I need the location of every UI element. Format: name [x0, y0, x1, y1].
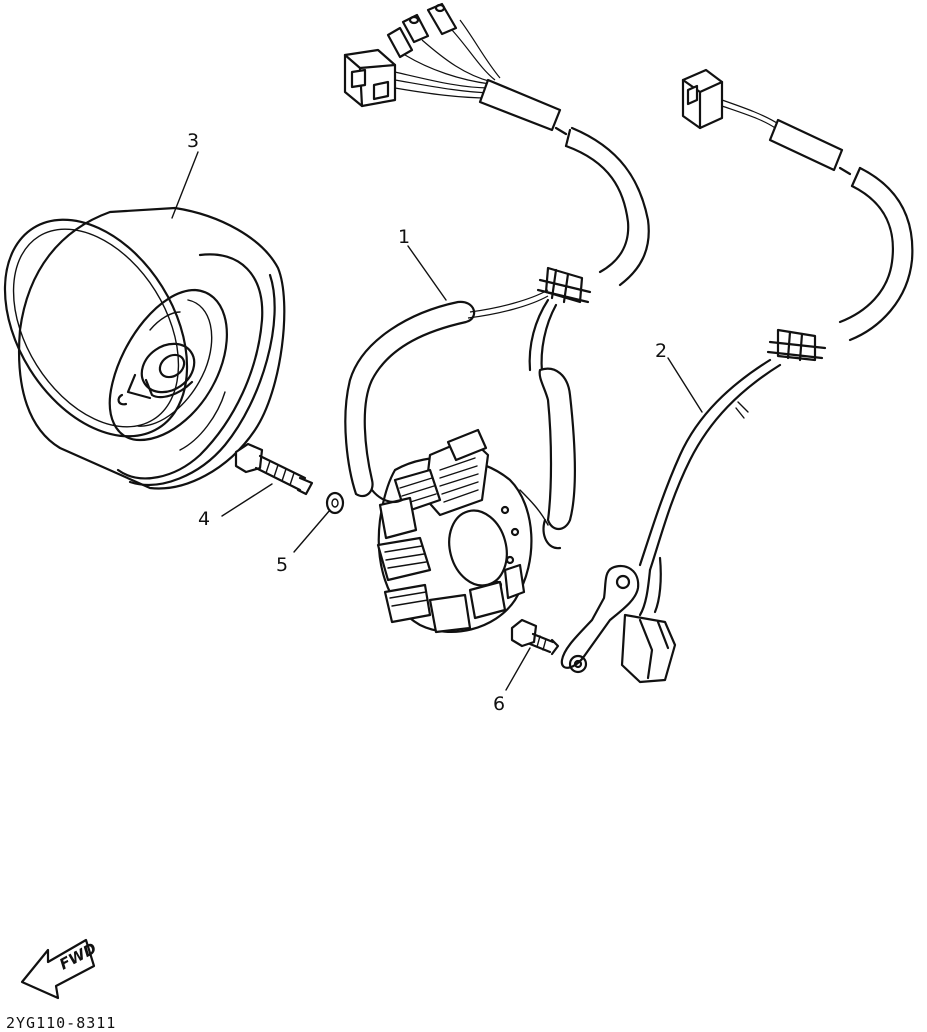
- callout-2: 2: [655, 340, 667, 362]
- leader-5: [293, 509, 331, 553]
- stator-connector: [343, 48, 397, 108]
- part-code: 2YG110-8311: [6, 1014, 116, 1032]
- washer-5: [325, 491, 345, 515]
- leader-6: [505, 647, 531, 691]
- callout-leaders: [171, 151, 703, 691]
- leader-4: [221, 483, 273, 517]
- callout-4: 4: [198, 508, 210, 530]
- pickup-coil-assembly: [560, 68, 914, 684]
- bullet-terminals: [386, 2, 458, 59]
- callout-6: 6: [493, 693, 505, 715]
- callout-3: 3: [187, 130, 199, 152]
- screw-6: [510, 618, 560, 656]
- flywheel-rotor: [3, 206, 286, 490]
- callout-1: 1: [398, 226, 410, 248]
- stator-assembly: [343, 2, 650, 634]
- leader-3: [171, 151, 199, 219]
- pickup-connector: [681, 68, 724, 130]
- forward-direction-arrow: FWD: [20, 938, 100, 1000]
- stator-coils: [376, 428, 526, 634]
- leader-2: [667, 357, 703, 413]
- leader-1: [407, 245, 447, 301]
- wire-grommet: [536, 266, 592, 304]
- callout-5: 5: [276, 554, 288, 576]
- bolt-4: [234, 442, 314, 496]
